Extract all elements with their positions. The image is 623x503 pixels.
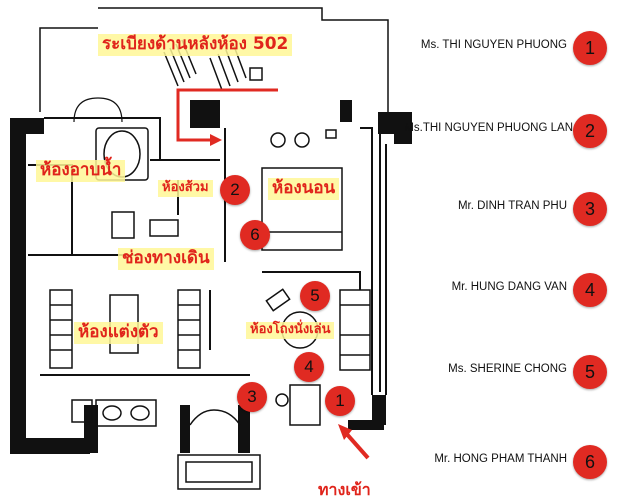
- balcony-entry-arrow: [176, 88, 278, 142]
- entrance-arrowhead: [338, 424, 352, 440]
- legend-row: Mr. HUNG DANG VAN 4: [425, 272, 615, 308]
- marker-4: 4: [294, 352, 324, 382]
- balcony-outline: [39, 7, 389, 112]
- entrance-arrow: [343, 430, 370, 460]
- marker-5: 5: [300, 281, 330, 311]
- vanity: [71, 399, 157, 427]
- legend-row: Ms. SHERINE CHONG 5: [425, 354, 615, 390]
- shower-box: [111, 211, 135, 239]
- outer-walls: [10, 100, 412, 454]
- floor-plan: [10, 7, 412, 490]
- toilet-sink: [149, 219, 179, 237]
- balcony-stairs: [163, 39, 263, 91]
- legend-marker: 5: [573, 355, 607, 389]
- entrance-door: [177, 409, 261, 490]
- sofa: [339, 289, 371, 371]
- room-label-bathroom: ห้องอาบน้ำ: [36, 160, 126, 182]
- legend-marker: 6: [573, 445, 607, 479]
- room-label-bedroom: ห้องนอน: [268, 178, 340, 200]
- legend-name: Ms.THI NGUYEN PHUONG LAN: [404, 122, 573, 134]
- bed: [261, 167, 343, 251]
- legend-name: Mr. DINH TRAN PHU: [457, 200, 567, 212]
- room-label-toilet: ห้องส้วม: [158, 180, 213, 197]
- legend-row: Ms.THI NGUYEN PHUONG LAN 2: [404, 113, 615, 149]
- legend-row: Ms. THI NGUYEN PHUONG 1: [421, 30, 615, 66]
- legend-name: Mr. HONG PHAM THANH: [434, 453, 567, 465]
- room-label-living: ห้องโถงนั่งเล่น: [246, 322, 335, 339]
- balcony-entry-arrowhead: [210, 134, 222, 146]
- room-label-corridor: ช่องทางเดิน: [118, 248, 214, 270]
- legend-row: Mr. HONG PHAM THANH 6: [425, 444, 615, 480]
- room-label-dressing: ห้องแต่งตัว: [74, 322, 163, 344]
- bedroom-lamps: [270, 129, 337, 148]
- legend-name: Ms. THI NGUYEN PHUONG: [420, 39, 567, 51]
- marker-3: 3: [237, 382, 267, 412]
- legend-marker: 3: [573, 192, 607, 226]
- marker-1: 1: [325, 386, 355, 416]
- legend-marker: 4: [573, 273, 607, 307]
- desk: [275, 384, 321, 426]
- legend-marker: 1: [573, 31, 607, 65]
- legend-name: Mr. HUNG DANG VAN: [451, 281, 567, 293]
- marker-6: 6: [240, 220, 270, 250]
- legend-marker: 2: [573, 114, 607, 148]
- marker-2: 2: [220, 175, 250, 205]
- legend-row: Mr. DINH TRAN PHU 3: [425, 191, 615, 227]
- legend-name: Ms. SHERINE CHONG: [448, 363, 567, 375]
- entrance-label: ทางเข้า: [318, 480, 371, 499]
- title-balcony-label: ระเบียงด้านหลังห้อง 502: [98, 34, 293, 56]
